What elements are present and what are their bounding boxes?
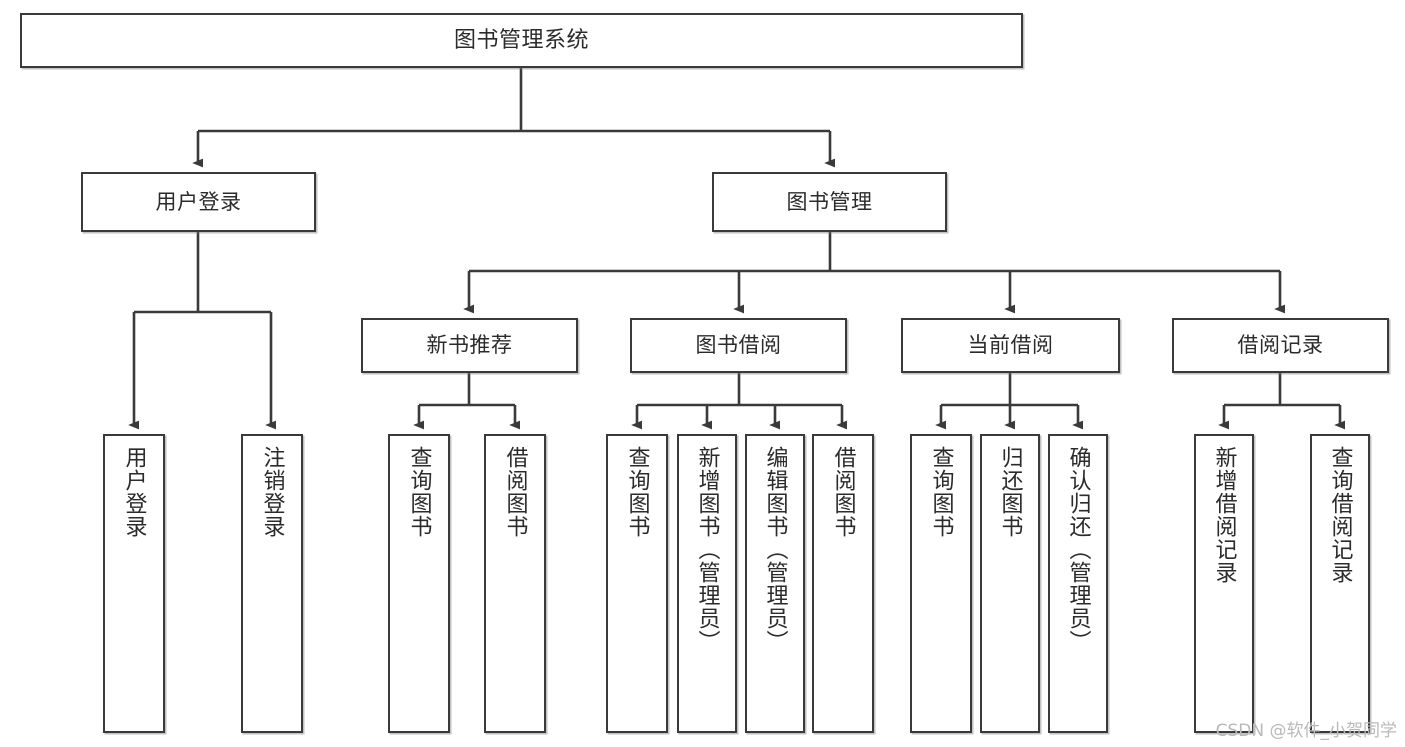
node-label: 注销登录 bbox=[259, 446, 285, 538]
node-leaf-confirm-return[interactable]: 确认归还（管理员） bbox=[1048, 434, 1108, 733]
node-label: 图书管理 bbox=[786, 189, 873, 214]
node-current-borrow[interactable]: 当前借阅 bbox=[901, 318, 1120, 373]
node-label: 新增图书（管理员） bbox=[694, 446, 720, 653]
node-label: 归还图书 bbox=[997, 446, 1023, 538]
node-leaf-query-book-1[interactable]: 查询图书 bbox=[388, 434, 450, 733]
node-label: 借阅图书 bbox=[502, 446, 528, 538]
node-label: 当前借阅 bbox=[967, 333, 1054, 358]
node-label: 查询借阅记录 bbox=[1327, 446, 1353, 584]
node-leaf-borrow-book-2[interactable]: 借阅图书 bbox=[812, 434, 874, 733]
node-label: 用户登录 bbox=[121, 446, 147, 538]
node-label: 图书借阅 bbox=[695, 333, 782, 358]
node-leaf-add-book[interactable]: 新增图书（管理员） bbox=[677, 434, 737, 733]
node-leaf-return-book[interactable]: 归还图书 bbox=[980, 434, 1040, 733]
node-label: 新书推荐 bbox=[426, 333, 513, 358]
node-leaf-logout-login[interactable]: 注销登录 bbox=[241, 434, 303, 733]
node-new-book-recommend[interactable]: 新书推荐 bbox=[361, 318, 578, 373]
node-borrow-record[interactable]: 借阅记录 bbox=[1172, 318, 1389, 373]
node-label: 查询图书 bbox=[928, 446, 954, 538]
node-book-manage[interactable]: 图书管理 bbox=[712, 172, 947, 232]
node-label: 新增借阅记录 bbox=[1211, 446, 1237, 584]
node-root-book-management-system[interactable]: 图书管理系统 bbox=[20, 13, 1023, 68]
node-leaf-add-record[interactable]: 新增借阅记录 bbox=[1194, 434, 1254, 733]
node-leaf-query-book-3[interactable]: 查询图书 bbox=[910, 434, 972, 733]
csdn-watermark: CSDN @软件_小贺同学 bbox=[1215, 721, 1397, 741]
node-label: 借阅记录 bbox=[1237, 333, 1324, 358]
node-leaf-user-login[interactable]: 用户登录 bbox=[103, 434, 165, 733]
node-leaf-borrow-book-1[interactable]: 借阅图书 bbox=[484, 434, 546, 733]
node-label: 查询图书 bbox=[624, 446, 650, 538]
node-label: 编辑图书（管理员） bbox=[762, 446, 788, 653]
node-user-login[interactable]: 用户登录 bbox=[81, 172, 316, 232]
node-label: 确认归还（管理员） bbox=[1065, 446, 1091, 653]
node-leaf-query-book-2[interactable]: 查询图书 bbox=[606, 434, 668, 733]
node-label: 查询图书 bbox=[406, 446, 432, 538]
node-label: 用户登录 bbox=[155, 189, 242, 214]
node-leaf-query-record[interactable]: 查询借阅记录 bbox=[1310, 434, 1370, 733]
node-leaf-edit-book[interactable]: 编辑图书（管理员） bbox=[745, 434, 805, 733]
node-label: 图书管理系统 bbox=[453, 27, 589, 53]
node-book-borrow[interactable]: 图书借阅 bbox=[630, 318, 847, 373]
node-label: 借阅图书 bbox=[830, 446, 856, 538]
